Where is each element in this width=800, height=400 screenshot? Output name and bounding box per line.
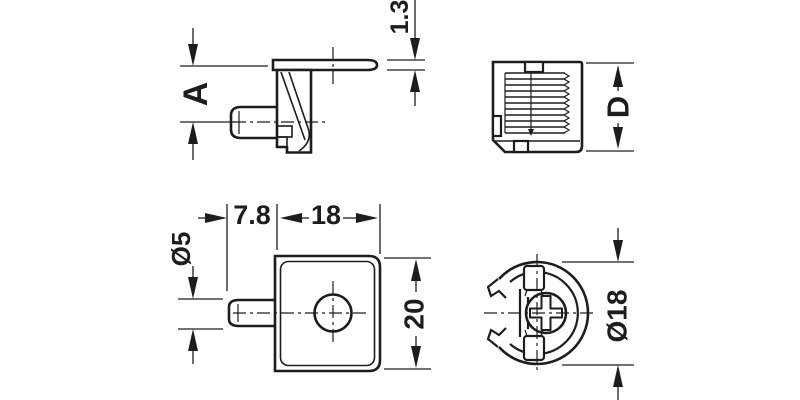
dim-18-arrow-left [280,213,302,223]
side-detail-box-2 [276,136,288,148]
dim-o18-arrow-up [613,365,623,387]
cam-top-tab [522,264,546,292]
cam-top-hook [486,278,507,299]
dim-o5-label: Ø5 [166,232,196,267]
dimension-flange-thickness: 1.3 [386,0,425,106]
cam-view [484,254,594,373]
dim-13-arrow-down [410,38,420,60]
dimension-peg-diameter: Ø5 [166,232,223,364]
dim-d-arrow-down [613,127,623,149]
dim-o5-arrow-down [188,277,198,299]
dim-78-label: 7.8 [233,200,271,230]
cam-bottom-tab [522,334,546,362]
dim-20-arrow-down [411,346,421,368]
housing-center-arrow [528,129,534,136]
dimension-a: A [177,28,268,160]
dim-13-arrow-up [410,70,420,92]
dim-18-arrow-right [356,213,378,223]
dim-o5-arrow-up [188,329,198,351]
side-cam-slot-line-2 [288,71,310,132]
dim-20-label: 20 [399,298,430,329]
dim-o18-label: Ø18 [602,290,633,343]
housing-view [491,60,584,154]
dim-20-arrow-up [411,259,421,281]
side-view [229,47,379,154]
dim-o18-arrow-down [613,240,623,262]
dim-a-arrow-down [188,44,198,66]
side-cam-slot-curve [298,130,311,152]
cam-tab-ticks [524,289,544,337]
dimension-peg-offset: 7.8 [198,200,278,291]
cam-phillips-cross [529,295,563,331]
housing-rib-sawtooth [562,72,571,134]
dim-d-arrow-up [613,65,623,87]
dim-d-label: D [601,96,636,118]
dimension-body-height: 20 [384,257,431,370]
dim-13-label: 1.3 [386,0,414,34]
front-view [227,254,382,373]
front-body-inner-line [279,260,376,367]
housing-top-tab [523,60,545,74]
dimension-cam-diameter: Ø18 [562,228,634,400]
housing-bottom-tab [512,139,530,154]
dim-a-label: A [177,82,215,107]
housing-left-latch [491,114,503,138]
dimension-body-width: 18 [280,200,381,254]
dimension-d: D [586,62,636,152]
side-cam-slot-line [280,71,306,141]
cam-bottom-hook [486,327,507,348]
dim-78-arrow-right [205,213,227,223]
dim-18-label: 18 [311,200,341,230]
side-flange [271,58,379,72]
dim-a-arrow-up [188,122,198,144]
side-body [275,68,313,154]
